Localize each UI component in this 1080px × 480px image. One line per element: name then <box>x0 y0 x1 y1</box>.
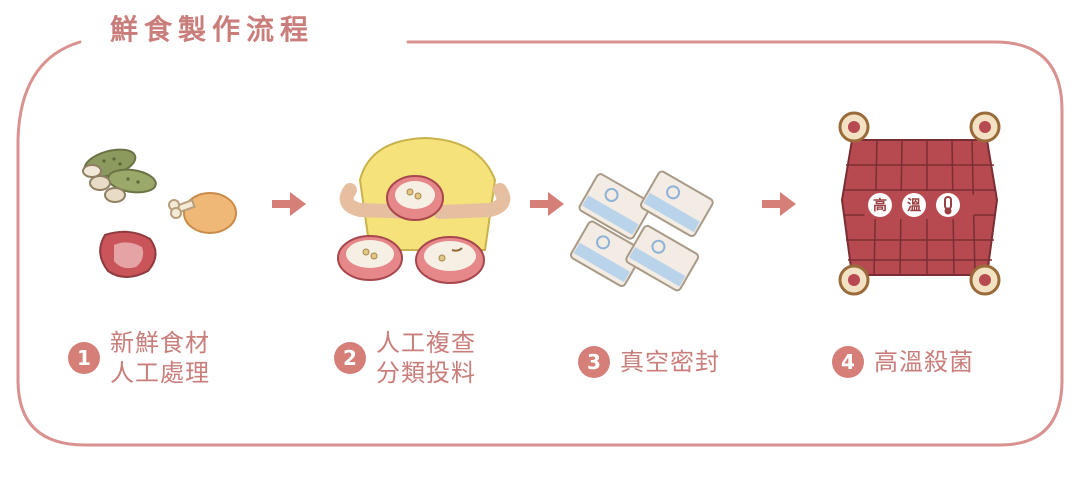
manual-check-illustration <box>330 130 520 290</box>
step-1-line-2: 人工處理 <box>110 358 210 388</box>
step-1-line-1: 新鮮食材 <box>110 328 210 358</box>
step-1-label: 1 新鮮食材 人工處理 <box>68 328 210 388</box>
bowl-icon <box>338 236 402 280</box>
fresh-ingredients-illustration <box>70 135 260 285</box>
step-4-line-1: 高溫殺菌 <box>874 347 974 377</box>
step-2-line-2: 分類投料 <box>376 358 476 388</box>
bowl-icon <box>416 237 484 283</box>
diagram-title: 鮮食製作流程 <box>100 8 324 48</box>
arrow-right-icon <box>270 190 308 218</box>
bowl-icon <box>387 176 443 220</box>
sterilization-rack-illustration: 高 溫 <box>832 105 1007 300</box>
step-2-line-1: 人工複查 <box>376 328 476 358</box>
step-number-badge: 4 <box>832 346 864 378</box>
step-number-badge: 2 <box>334 342 366 374</box>
step-number-badge: 3 <box>578 346 610 378</box>
vacuum-bags-illustration <box>565 170 735 300</box>
meat-icon <box>100 232 155 277</box>
step-3-line-1: 真空密封 <box>620 347 720 377</box>
heat-stamp: 高 溫 <box>860 191 978 219</box>
step-3-label: 3 真空密封 <box>578 346 720 378</box>
step-number-badge: 1 <box>68 342 100 374</box>
arrow-right-icon <box>760 190 798 218</box>
chicken-leg-icon <box>169 193 236 233</box>
arrow-right-icon <box>528 190 566 218</box>
step-4-label: 4 高溫殺菌 <box>832 346 974 378</box>
step-2-label: 2 人工複查 分類投料 <box>334 328 476 388</box>
stamp-char-1: 高 <box>873 197 887 214</box>
stamp-char-2: 溫 <box>907 197 921 214</box>
